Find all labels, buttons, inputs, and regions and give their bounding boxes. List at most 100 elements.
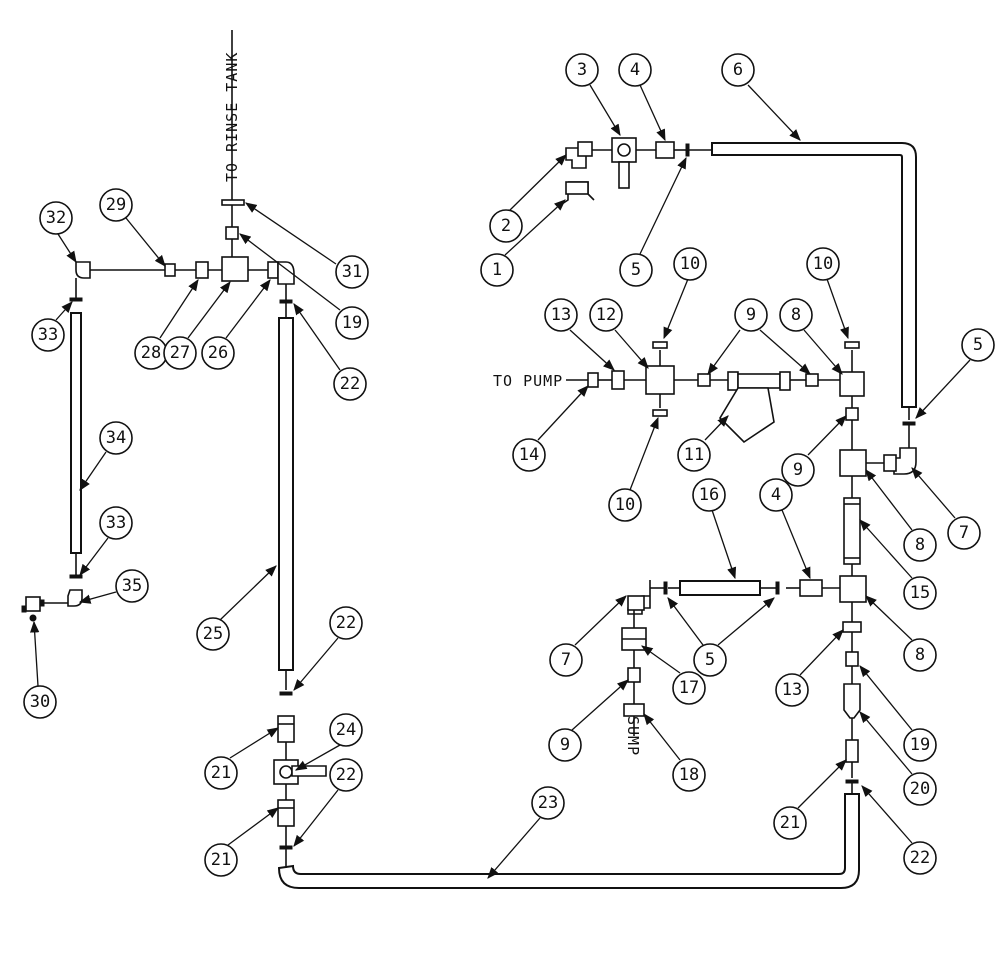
callout-13-right: 13 <box>775 629 844 707</box>
callout-5-low: 5 <box>667 597 775 677</box>
callout-label: 35 <box>122 576 142 596</box>
callout-19-right: 19 <box>859 665 937 762</box>
adapter-28 <box>195 261 209 279</box>
callout-label: 9 <box>746 305 756 325</box>
callout-label: 6 <box>733 60 743 80</box>
pipe-23 <box>277 793 860 889</box>
callout-label: 7 <box>561 650 571 670</box>
callout-label: 8 <box>791 305 801 325</box>
nipple-19-right <box>845 651 859 667</box>
callout-24: 24 <box>294 713 363 771</box>
callout-9-sump: 9 <box>548 679 629 762</box>
callout-20: 20 <box>859 711 937 806</box>
callout-33-low: 33 <box>79 506 133 576</box>
callout-label: 16 <box>699 485 719 505</box>
callout-33-top: 33 <box>31 301 73 352</box>
adapter-21-right <box>845 739 859 763</box>
cap-10-right <box>844 341 860 349</box>
callout-9-a: 9 <box>707 298 768 375</box>
callout-22-mid: 22 <box>293 606 363 691</box>
to-rinse-tank-label: TO RINSE TANK <box>223 52 241 182</box>
callout-4-top: 4 <box>618 53 666 142</box>
callout-14: 14 <box>512 385 589 472</box>
callout-8-low: 8 <box>865 595 937 672</box>
nipple-9-sump <box>627 667 641 683</box>
callout-label: 17 <box>679 678 699 698</box>
flowmeter-15 <box>843 497 861 565</box>
callout-27: 27 <box>163 281 231 370</box>
callout-label: 30 <box>30 692 50 712</box>
adapter-21-upper <box>277 715 295 743</box>
callout-29: 29 <box>99 188 166 267</box>
callout-label: 28 <box>141 343 161 363</box>
callout-3: 3 <box>565 53 621 137</box>
callout-26: 26 <box>201 279 271 370</box>
pipe-6 <box>711 142 917 408</box>
callout-label: 29 <box>106 195 126 215</box>
elbow-35 <box>67 589 83 607</box>
callout-label: 32 <box>46 208 66 228</box>
to-pump-label: TO PUMP <box>493 372 563 390</box>
callout-10-top: 10 <box>663 247 707 340</box>
cross-12 <box>645 365 675 395</box>
callout-6: 6 <box>721 53 801 141</box>
rinse-tank-assembly: TO RINSE TANK <box>75 30 327 850</box>
tube-25 <box>278 317 294 671</box>
callout-11: 11 <box>677 415 729 472</box>
fitting-2b <box>577 141 593 157</box>
callout-35: 35 <box>78 569 149 604</box>
callout-22-low: 22 <box>293 758 363 847</box>
callout-8-mid: 8 <box>865 469 937 562</box>
tee-8-mid <box>839 449 867 477</box>
adapter-4-top <box>655 141 675 159</box>
callout-19-left: 19 <box>239 233 369 340</box>
tee-8-low <box>839 575 867 603</box>
tube-16 <box>679 580 761 596</box>
callout-17: 17 <box>641 645 706 705</box>
callout-21-lower: 21 <box>204 807 279 877</box>
callout-label: 8 <box>915 645 925 665</box>
clamp-5-left-low <box>663 581 668 595</box>
callout-5-top: 5 <box>619 156 687 287</box>
adapter-21-lower <box>277 799 295 827</box>
callout-13-left: 13 <box>544 298 615 371</box>
clamp-33-top <box>69 297 83 302</box>
callout-4-low: 4 <box>759 478 811 580</box>
callout-label: 21 <box>211 763 231 783</box>
elbow-32 <box>75 261 91 279</box>
callout-label: 8 <box>915 535 925 555</box>
callout-2: 2 <box>489 154 567 243</box>
callout-10-bottom: 10 <box>608 416 659 522</box>
callout-label: 22 <box>336 613 356 633</box>
callout-label: 5 <box>973 335 983 355</box>
callout-label: 13 <box>782 680 802 700</box>
clamp-5-right-low <box>775 581 780 595</box>
callout-32: 32 <box>39 201 77 263</box>
callout-label: 1 <box>492 260 502 280</box>
callout-21-right: 21 <box>773 759 847 840</box>
bushing-13-left <box>611 370 625 390</box>
callout-label: 25 <box>203 624 223 644</box>
adapter-14 <box>587 372 599 388</box>
callout-label: 10 <box>813 254 833 274</box>
callout-25: 25 <box>196 565 277 651</box>
cap-10-top <box>652 341 668 349</box>
callout-label: 13 <box>551 305 571 325</box>
callout-label: 26 <box>208 343 228 363</box>
callout-label: 2 <box>501 216 511 236</box>
callout-7-low: 7 <box>549 595 627 677</box>
callout-label: 34 <box>106 428 126 448</box>
nipple-9-right <box>845 407 859 421</box>
callout-1: 1 <box>480 199 566 287</box>
callout-34: 34 <box>79 421 133 491</box>
callout-label: 3 <box>577 60 587 80</box>
clamp-33-bottom <box>69 574 83 579</box>
callout-12: 12 <box>589 298 649 369</box>
fitting-18 <box>623 703 645 717</box>
callout-8-top: 8 <box>779 298 843 375</box>
callout-label: 9 <box>560 735 570 755</box>
tube-34 <box>70 312 82 554</box>
nipple-9-left <box>697 373 711 387</box>
clamp-5-right <box>902 421 916 426</box>
